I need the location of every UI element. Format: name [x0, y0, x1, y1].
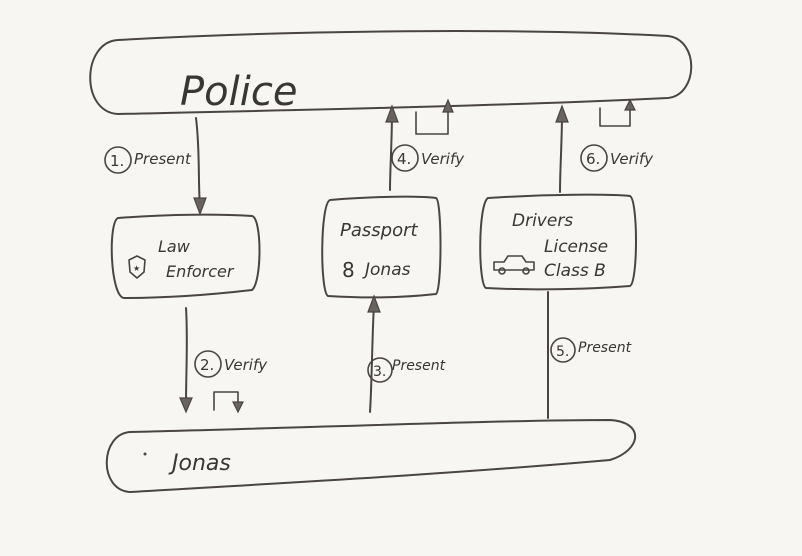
- badge-star: ★: [133, 264, 140, 273]
- passport-line1: Passport: [340, 220, 418, 241]
- edge-2-arrowhead: [179, 397, 193, 414]
- step-3-circle: [367, 357, 393, 383]
- step-3-number: 3.: [373, 364, 386, 380]
- police-outline: [89, 30, 693, 115]
- step-2-label: Verify: [224, 356, 268, 374]
- car-icon: [493, 255, 535, 275]
- edge-step-3: 3. Present: [367, 294, 446, 413]
- step-1-label: Present: [134, 150, 192, 168]
- edge-2-return-arrowhead: [232, 401, 244, 414]
- police-entity: Police: [89, 30, 693, 115]
- step-6-number: 6.: [586, 150, 600, 168]
- edge-step-4: 4. Verify: [385, 98, 465, 191]
- edge-3-line: [369, 303, 375, 413]
- edge-6-return: [599, 107, 631, 127]
- edge-1-line: [195, 117, 201, 209]
- drivers-license-outline: [479, 193, 637, 291]
- edge-6-return-arrowhead: [624, 98, 636, 111]
- step-6-circle: [580, 144, 608, 172]
- edge-1-arrowhead: [193, 197, 207, 216]
- holder-dot: [143, 452, 147, 456]
- law-enforcer-line1: Law: [158, 237, 191, 256]
- step-2-number: 2.: [200, 356, 214, 374]
- step-4-number: 4.: [397, 150, 411, 168]
- police-label: Police: [180, 69, 297, 115]
- step-3-label: Present: [392, 358, 446, 374]
- step-4-label: Verify: [421, 150, 465, 168]
- edge-step-6: 6. Verify: [555, 98, 654, 193]
- step-5-number: 5.: [556, 344, 569, 360]
- badge-icon: [128, 255, 146, 279]
- edge-4-return: [415, 109, 449, 135]
- edge-4-line: [389, 111, 393, 191]
- edge-3-arrowhead: [367, 294, 381, 313]
- edge-2-line: [185, 307, 188, 405]
- holder-entity: Jonas: [105, 419, 637, 493]
- holder-outline: [105, 419, 637, 493]
- edge-2-return: [213, 391, 239, 411]
- person-icon: 8: [342, 258, 355, 282]
- step-6-label: Verify: [610, 150, 654, 168]
- holder-label: Jonas: [168, 451, 231, 476]
- edge-step-2: 2. Verify: [179, 307, 268, 414]
- edge-step-5: 5. Present: [546, 291, 632, 419]
- edge-4-return-arrowhead: [442, 98, 454, 113]
- law-enforcer-outline: [110, 213, 261, 299]
- drivers-license-line1: Drivers: [512, 211, 573, 231]
- law-enforcer-line2: Enforcer: [166, 262, 235, 281]
- step-5-circle: [550, 337, 576, 363]
- drivers-license-line2: License: [544, 237, 608, 257]
- edge-step-1: 1. Present: [104, 117, 207, 216]
- edge-6-arrowhead: [555, 104, 569, 123]
- credential-drivers-license: Drivers License Class B: [479, 193, 637, 291]
- credential-law-enforcer: ★ Law Enforcer: [110, 213, 261, 299]
- passport-outline: [321, 195, 442, 299]
- edge-4-arrowhead: [385, 104, 399, 123]
- edge-6-line: [559, 113, 563, 193]
- passport-line2: Jonas: [362, 260, 411, 280]
- step-1-circle: [104, 146, 132, 174]
- credential-passport: Passport 8 Jonas: [321, 195, 442, 299]
- drivers-license-line3: Class B: [544, 261, 606, 281]
- step-1-number: 1.: [110, 152, 124, 170]
- step-4-circle: [391, 144, 419, 172]
- step-2-circle: [194, 350, 222, 378]
- step-5-label: Present: [578, 340, 632, 356]
